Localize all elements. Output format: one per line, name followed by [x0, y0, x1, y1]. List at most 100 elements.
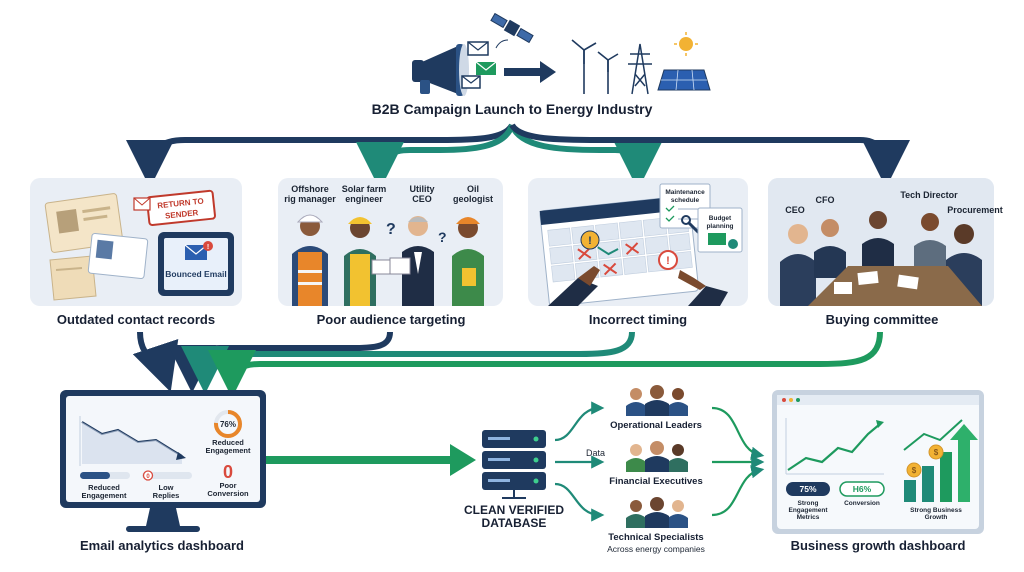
ring-label-line2: Engagement [205, 446, 251, 455]
arrow-outdated-down [132, 331, 179, 393]
svg-text:!: ! [666, 255, 670, 267]
database-label: CLEAN VERIFIED DATABASE [444, 504, 584, 530]
arrow-to-committee [509, 123, 910, 188]
email-dashboard-caption: Email analytics dashboard [79, 538, 244, 553]
engagement-bar [80, 472, 130, 479]
power-pylon-icon [628, 43, 652, 95]
tech-director-label: Tech Director [900, 190, 958, 200]
arrow-committee-down [208, 331, 883, 398]
timing-panel: ! ! Maintenance schedule Budget planning [528, 178, 748, 306]
satellite-icon [490, 12, 534, 44]
envelope-icon [133, 197, 151, 211]
arrow-to-targeting [356, 123, 515, 190]
campaign-illustration [412, 12, 711, 96]
arrow-db-to-technical [554, 482, 605, 522]
solar-engineer-label: Solar farm engineer [341, 184, 387, 204]
replies-label-line1: Low [159, 483, 174, 492]
arrow-timing-down [181, 331, 635, 394]
buying-committee-panel [768, 178, 994, 306]
launch-arrow-icon [504, 61, 556, 83]
utility-ceo-figure [389, 216, 434, 306]
solar-panel-icon [657, 69, 711, 91]
wind-turbine-icon [571, 39, 619, 94]
replies-label-line2: Replies [153, 491, 180, 500]
declining-line-chart [79, 416, 186, 466]
growth-bar-chart [903, 419, 978, 502]
sun-icon [674, 32, 698, 56]
page-title: B2B Campaign Launch to Energy Industry [371, 101, 653, 117]
database-label-line2: DATABASE [481, 516, 547, 530]
database-server-icon [482, 430, 546, 499]
financial-executives-icon [626, 441, 688, 472]
arrow-operational-to-growth [711, 406, 765, 460]
executive-figures [780, 211, 982, 306]
procurement-label: Procurement [947, 205, 1003, 215]
question-mark-1: ? [386, 221, 396, 238]
oil-geologist-figure [452, 217, 484, 306]
targeting-caption: Poor audience targeting [316, 312, 466, 327]
svg-text:!: ! [588, 235, 592, 247]
cfo-label: CFO [815, 195, 835, 205]
coin-symbol-2: $ [934, 448, 939, 457]
calendar-illustration: ! ! Maintenance schedule Budget planning [539, 183, 743, 306]
metric1-line3: Metrics [797, 514, 820, 521]
arrow-to-timing [509, 123, 662, 190]
ring-label-line1: Reduced [212, 438, 244, 447]
conversion-number: 0 [223, 462, 233, 482]
email-dashboard-monitor: 76% Reduced Engagement 0 Poor Conversion… [60, 390, 266, 532]
maintenance-line1: Maintenance [665, 189, 705, 196]
svg-text:!: ! [207, 244, 209, 251]
rig-manager-label: Offshore rig manager [284, 184, 336, 204]
workers-illustration: ? ? [292, 214, 484, 306]
coin-icon [906, 444, 944, 478]
ring-value: 76% [220, 420, 236, 429]
replies-badge: 0 [146, 474, 150, 480]
contact-card [87, 232, 149, 280]
meeting-table [808, 266, 982, 306]
hand-icon [548, 266, 728, 306]
oil-geologist-label: Oil geologist [453, 184, 493, 204]
bounced-email-label: Bounced Email [165, 269, 226, 279]
arrow-to-database [258, 444, 476, 476]
conversion-pill [839, 481, 885, 497]
technical-specialists-sublabel: Across energy companies [607, 544, 705, 554]
question-mark-2: ? [438, 229, 447, 245]
outdated-caption: Outdated contact records [56, 312, 216, 327]
timing-caption: Incorrect timing [588, 312, 688, 327]
megaphone-icon [412, 44, 469, 96]
envelope-icons [461, 41, 497, 89]
coin-symbol-1: $ [912, 466, 917, 475]
arrow-technical-to-growth [711, 465, 765, 517]
conversion-label-line2: Conversion [207, 489, 249, 498]
database-label-line1: CLEAN VERIFIED [463, 503, 564, 517]
growth-dashboard-screen: 75% Strong Engagement Metrics H6% Conver… [772, 390, 984, 534]
committee-caption: Buying committee [825, 312, 939, 327]
arrow-db-to-operational [554, 401, 605, 442]
metric2-label: Conversion [844, 500, 880, 507]
engagement-bar-line1: Reduced [88, 483, 120, 492]
rig-manager-figure [292, 214, 328, 306]
technical-specialists-label: Technical Specialists [608, 532, 704, 543]
engagement-pill [786, 482, 830, 496]
budget-line2: planning [706, 223, 733, 230]
utility-ceo-label: Utility CEO [409, 184, 435, 204]
financial-executives-label: Financial Executives [609, 476, 703, 487]
metric1-line1: Strong [798, 500, 819, 507]
return-to-sender-stamp: RETURN TO SENDER [146, 189, 216, 226]
replies-bar [142, 470, 192, 481]
torn-card [49, 255, 97, 301]
metric2-value: H6% [853, 484, 872, 494]
maintenance-line2: schedule [671, 197, 700, 204]
ceo-label: CEO [785, 205, 805, 215]
budget-line1: Budget [709, 215, 732, 222]
growth-dashboard-caption: Business growth dashboard [790, 538, 966, 553]
papers-icon [834, 270, 919, 294]
budget-note: Budget planning [697, 207, 743, 253]
meeting-illustration [768, 178, 994, 306]
conversion-label-line1: Poor [219, 481, 236, 490]
engagement-ring [214, 410, 242, 438]
solar-engineer-figure [344, 217, 391, 306]
metric3-line1: Strong Business [910, 507, 962, 514]
arrow-to-outdated [126, 123, 515, 188]
